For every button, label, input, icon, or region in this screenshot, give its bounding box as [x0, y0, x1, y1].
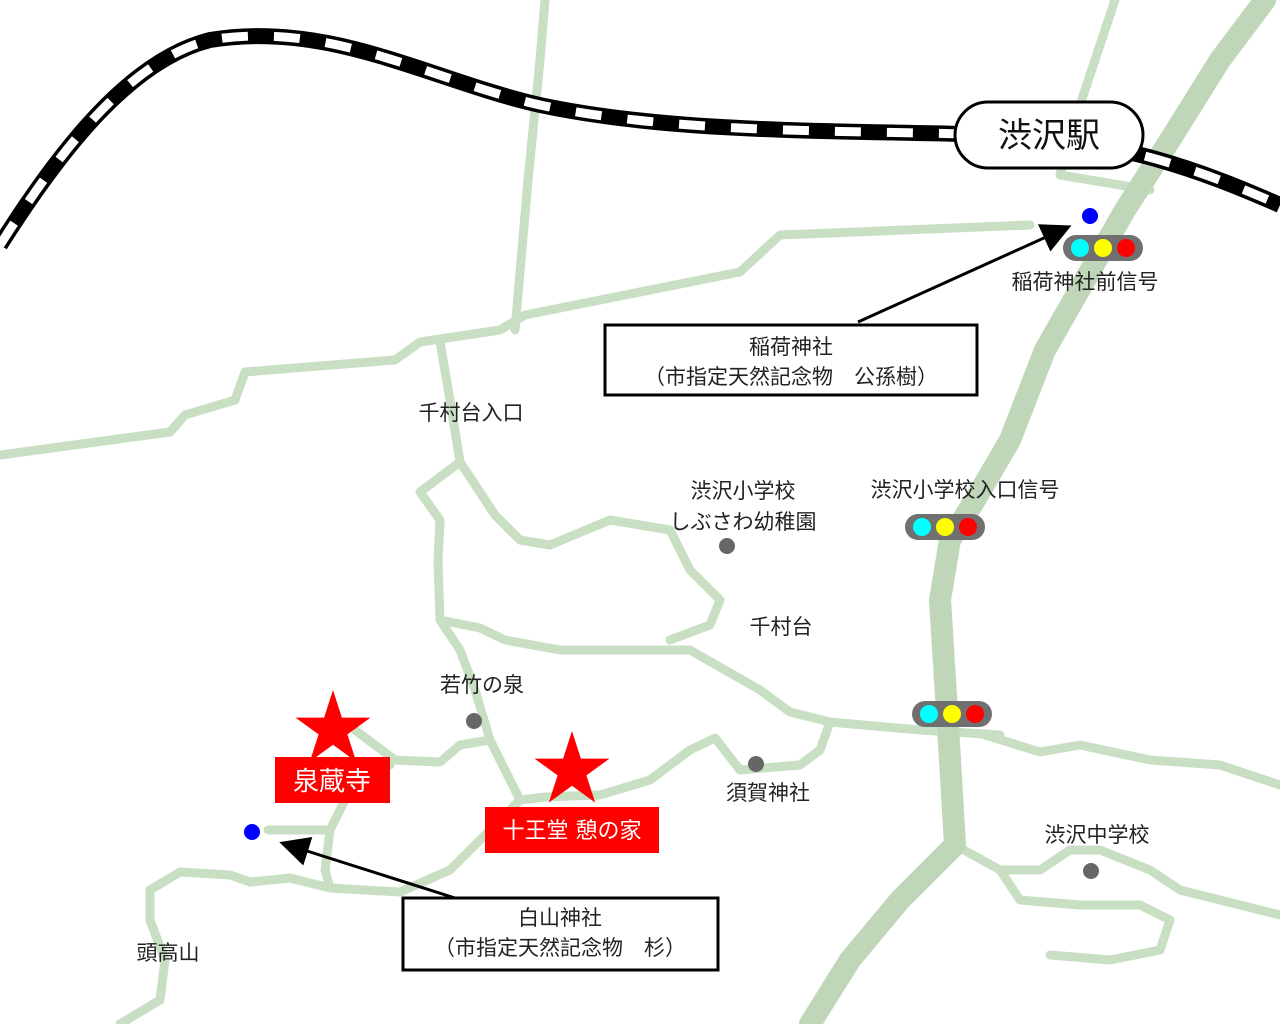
place-label: 若竹の泉 [440, 673, 524, 697]
senzoji-temple[interactable]: 泉蔵寺 [275, 690, 390, 803]
shibusawa-junior-high[interactable]: 渋沢中学校 [1045, 823, 1150, 879]
road [950, 840, 1280, 920]
signal-south[interactable] [912, 701, 992, 727]
place-label: 渋沢中学校 [1045, 823, 1150, 847]
place-label: 須賀神社 [726, 781, 810, 805]
callout-subtitle: （市指定天然記念物 杉） [434, 936, 686, 960]
poi-dot-icon [748, 756, 764, 772]
road [455, 457, 725, 645]
road [980, 730, 1280, 790]
signal-cyan [920, 705, 938, 723]
senmuradai-entrance: 千村台入口 [419, 401, 524, 425]
signal-cyan [1071, 239, 1089, 257]
station-label: 渋沢駅 [998, 116, 1100, 156]
hakusan-callout[interactable]: 白山神社 （市指定天然記念物 杉） [279, 836, 720, 972]
callout-arrow [857, 224, 1072, 324]
poi-dot-icon [719, 538, 735, 554]
juodo-ikoinoie[interactable]: 十王堂 憩の家 [485, 731, 659, 853]
callout-title: 白山神社 [518, 906, 602, 930]
place-label: 千村台入口 [419, 401, 524, 425]
signal-yellow [943, 705, 961, 723]
road [320, 825, 335, 893]
place-label: 渋沢小学校 [691, 479, 796, 503]
suga-shrine[interactable]: 須賀神社 [726, 756, 810, 805]
signal-label: 稲荷神社前信号 [1012, 270, 1159, 294]
poi-dot-icon [1083, 863, 1099, 879]
signal-red [959, 518, 977, 536]
station-box [953, 100, 1145, 170]
signal-label: 渋沢小学校入口信号 [871, 478, 1060, 502]
hakusan-bus-stop-icon[interactable] [244, 824, 260, 840]
road [515, 717, 835, 805]
signal-yellow [936, 518, 954, 536]
signal-cyan [913, 518, 931, 536]
callout-box [603, 323, 979, 397]
road [415, 337, 525, 805]
temple-label-box [275, 757, 390, 803]
shibusawa-school[interactable]: 渋沢小学校 しぶさわ幼稚園 [670, 479, 817, 554]
road [350, 725, 495, 767]
callout-subtitle: （市指定天然記念物 公孫樹） [644, 365, 938, 389]
callout-box [401, 896, 720, 972]
signal-red [966, 705, 984, 723]
star-icon [295, 690, 371, 762]
star-icon [534, 731, 610, 803]
inari-bus-stop-icon[interactable] [1082, 208, 1098, 224]
temple-label-box [485, 807, 659, 853]
zukouyama: 頭高山 [137, 941, 200, 965]
railway-track-dashes [0, 31, 1280, 248]
signal-school-entrance[interactable]: 渋沢小学校入口信号 [871, 478, 1060, 540]
shibusawa-station[interactable]: 渋沢駅 [953, 100, 1145, 170]
inari-callout[interactable]: 稲荷神社 （市指定天然記念物 公孫樹） [603, 224, 1072, 397]
senmuradai: 千村台 [750, 615, 813, 639]
temple-label: 泉蔵寺 [293, 767, 371, 797]
place-label: 頭高山 [137, 941, 200, 965]
callout-title: 稲荷神社 [749, 335, 833, 359]
signal-yellow [1094, 239, 1112, 257]
road [0, 220, 1035, 460]
road [995, 865, 1175, 965]
poi-dot-icon [466, 713, 482, 729]
wakatake-spring[interactable]: 若竹の泉 [440, 673, 524, 729]
place-label: しぶさわ幼稚園 [670, 510, 817, 534]
callout-arrow [279, 836, 456, 900]
signal-inari[interactable]: 稲荷神社前信号 [1012, 235, 1159, 294]
signal-red [1117, 239, 1135, 257]
road [115, 795, 525, 1024]
temple-label: 十王堂 憩の家 [503, 819, 642, 844]
road [435, 615, 1005, 740]
place-label: 千村台 [750, 615, 813, 639]
road [510, 0, 550, 335]
